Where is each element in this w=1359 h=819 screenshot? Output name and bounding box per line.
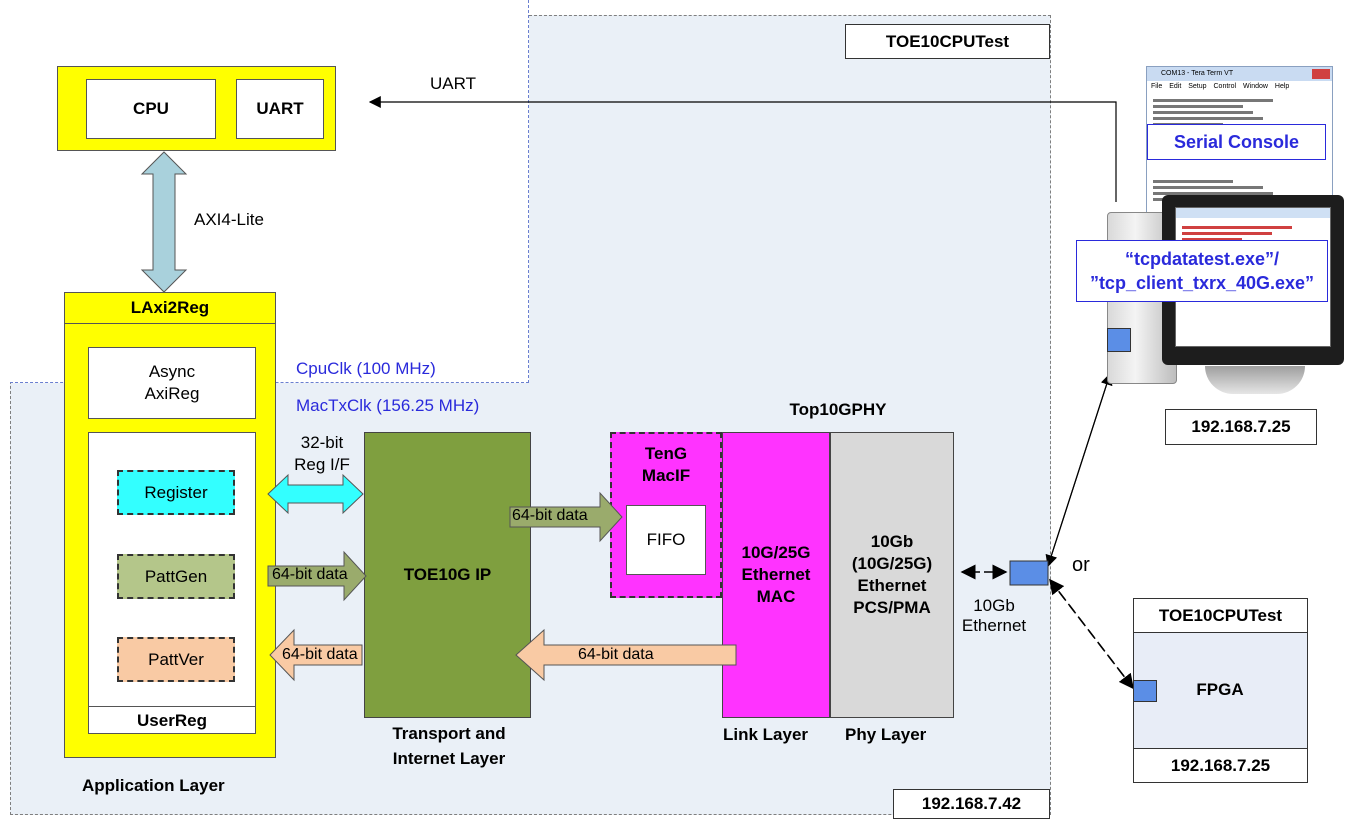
register-box: Register xyxy=(117,470,235,515)
board-ethernet-port xyxy=(1009,560,1049,586)
pcs-pma-block: 10Gb (10G/25G) Ethernet PCS/PMA xyxy=(830,432,954,718)
application-layer-label: Application Layer xyxy=(82,776,225,795)
fpga-label: FPGA xyxy=(1196,679,1244,699)
menu-setup[interactable]: Setup xyxy=(1188,83,1207,90)
reg-if-label: 32-bit Reg I/F xyxy=(294,433,350,474)
pc-ethernet-port xyxy=(1107,328,1131,352)
pattver-data-arrow xyxy=(269,628,363,682)
toe10g-ip-block: TOE10G IP xyxy=(364,432,531,718)
pattver-data-label: 64-bit data xyxy=(282,646,358,663)
monitor-stand xyxy=(1205,366,1305,394)
async-axireg-box: Async AxiReg xyxy=(88,347,256,419)
menu-file[interactable]: File xyxy=(1151,83,1163,90)
or-label: or xyxy=(1072,554,1090,576)
menu-help[interactable]: Help xyxy=(1274,83,1290,90)
pattver-box: PattVer xyxy=(117,637,235,682)
pattgen-data-label: 64-bit data xyxy=(272,566,348,583)
link-layer-label: Link Layer xyxy=(723,725,809,744)
uart-box: UART xyxy=(236,79,324,139)
mac-block: 10G/25G Ethernet MAC xyxy=(722,432,830,718)
mac-clock-label: MacTxClk (156.25 MHz) xyxy=(296,396,480,415)
pattgen-box: PattGen xyxy=(117,554,235,599)
fpga-ethernet-port xyxy=(1133,680,1157,702)
board-ip: 192.168.7.42 xyxy=(893,789,1050,819)
uart-link-label: UART xyxy=(430,74,476,93)
fifo-data-arrow xyxy=(509,491,623,543)
fpga-board-title: TOE10CPUTest xyxy=(1133,598,1308,633)
pc-app-label: “tcpdatatest.exe”/ ”tcp_client_txrx_40G.… xyxy=(1076,240,1328,302)
top10gphy-label: Top10GPHY xyxy=(789,400,887,419)
cpu-box: CPU xyxy=(86,79,216,139)
menu-edit[interactable]: Edit xyxy=(1169,83,1182,90)
reg-if-arrow xyxy=(267,473,364,515)
menu-control[interactable]: Control xyxy=(1213,83,1237,90)
fpga-ip-label: 192.168.7.25 xyxy=(1133,748,1308,783)
pc-ip-label: 192.168.7.25 xyxy=(1165,409,1317,445)
window-titlebar: COM13 - Tera Term VT xyxy=(1147,67,1332,81)
fifo-box: FIFO xyxy=(626,505,706,575)
uart-link-line xyxy=(368,96,1117,202)
window-close-button[interactable] xyxy=(1312,69,1330,79)
cpu-clock-label: CpuClk (100 MHz) xyxy=(296,359,436,378)
rx-data-label: 64-bit data xyxy=(578,646,654,663)
phy-layer-label: Phy Layer xyxy=(845,725,927,744)
board-title: TOE10CPUTest xyxy=(845,24,1050,59)
laxi2reg-title: LAxi2Reg xyxy=(64,292,276,324)
tengmacif-title: TenG MacIF xyxy=(641,444,691,485)
window-title: COM13 - Tera Term VT xyxy=(1161,70,1234,77)
ethernet-label: 10Gb Ethernet xyxy=(961,596,1027,635)
axi4-lite-arrow xyxy=(140,151,188,293)
rx-data-arrow xyxy=(515,628,737,682)
axi4-lite-label: AXI4-Lite xyxy=(194,210,264,229)
window-menubar: File Edit Setup Control Window Help xyxy=(1147,81,1332,92)
userreg-label: UserReg xyxy=(88,706,256,734)
menu-window[interactable]: Window xyxy=(1243,83,1268,90)
pattgen-data-arrow xyxy=(267,550,367,602)
transport-layer-label: Transport and Internet Layer xyxy=(392,724,506,768)
fifo-data-label: 64-bit data xyxy=(512,507,588,524)
serial-console-label: Serial Console xyxy=(1147,124,1326,160)
